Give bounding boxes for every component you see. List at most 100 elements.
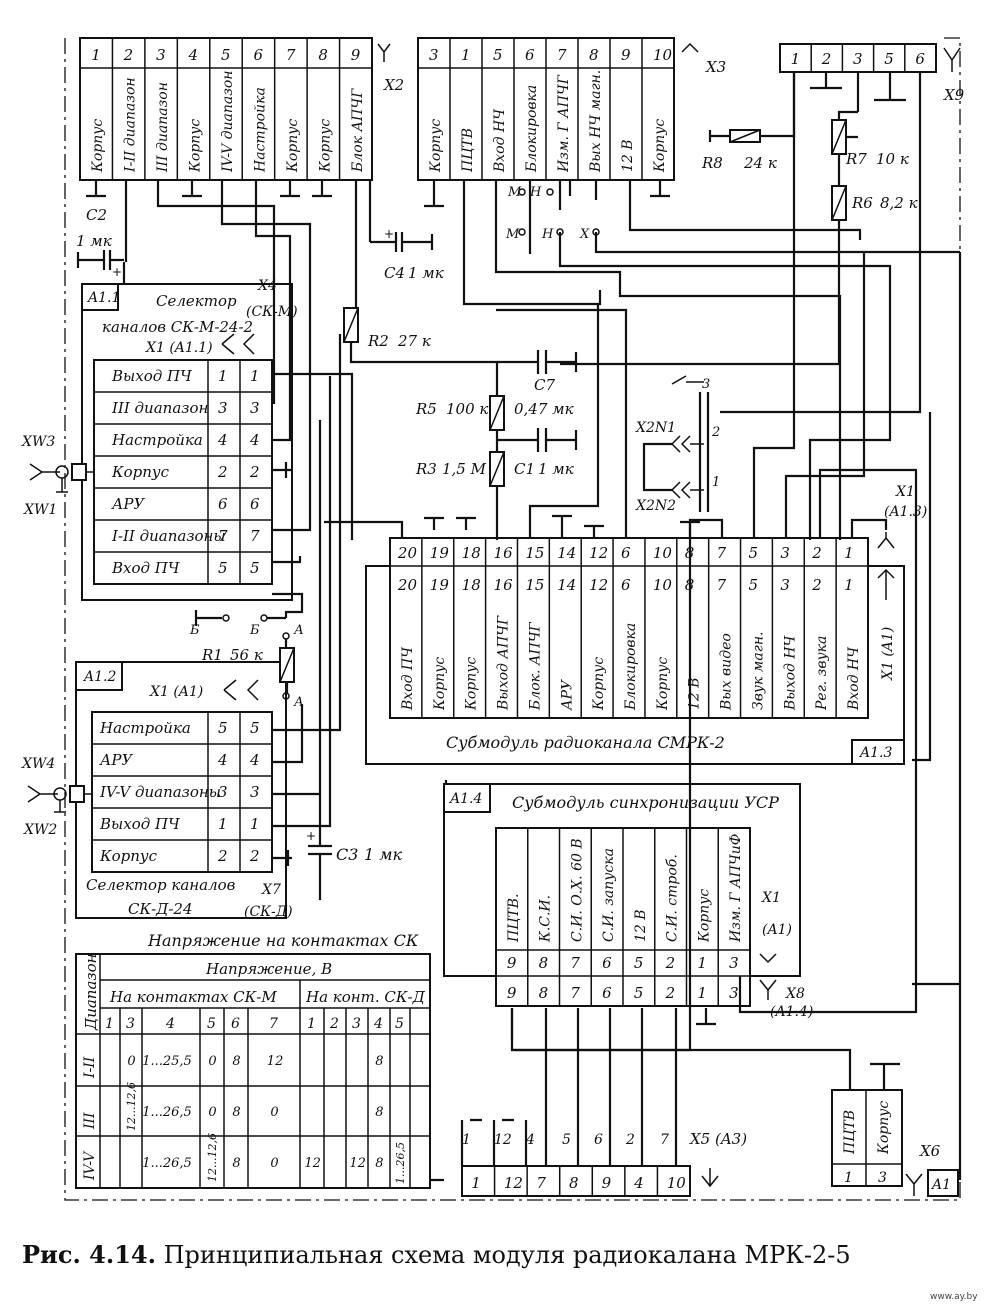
a12-row-3-label: IV-V диапазоны: [99, 783, 221, 801]
table-row-1-m-5: 8: [232, 1054, 240, 1069]
x2n-pin-1: 1: [712, 475, 720, 490]
xw1-label: XW1: [23, 502, 57, 518]
a13-pin-9-label: Корпус: [655, 657, 671, 711]
x2-pin-8-label: Корпус: [317, 119, 333, 173]
x3-pin-4: 6: [525, 46, 535, 64]
a12-x1-ref: X1 (A1): [149, 684, 203, 700]
a14-pin-6: 2: [665, 954, 676, 972]
svg-text:+: +: [306, 829, 316, 843]
table-row-2-m-2: 12...12,6: [125, 1082, 138, 1131]
a13-pin-12: 5: [748, 576, 758, 594]
table-m-col-6: 6: [231, 1016, 240, 1032]
table-row-3-d-5: 1...26,5: [394, 1142, 407, 1184]
x3-pin-3-label: Вход НЧ: [492, 108, 508, 173]
table-row-3-m-5: 8: [232, 1156, 240, 1171]
c2-ref: C2: [86, 206, 107, 224]
table-row-3-m-6: 0: [270, 1156, 278, 1171]
table-row-2-m-5: 8: [232, 1105, 240, 1120]
a14-pin-1-label: ПЦТВ.: [506, 894, 522, 944]
a14-pin-6-label: С.И. строб.: [665, 854, 681, 942]
x5-wire-4: 5: [562, 1132, 571, 1148]
x5-pin-2: 12: [504, 1174, 523, 1192]
a13-pin-3: 18: [462, 576, 481, 594]
x3-switch-m-top: М: [507, 185, 522, 200]
x2-pin-6-label: Настройка: [252, 87, 268, 173]
x3-pin-1-label: Корпус: [428, 119, 444, 173]
a13-x1a-ref: X1 (A1): [880, 627, 896, 681]
a12-x7-sub: (СК-Д): [244, 904, 293, 920]
c7-value: 0,47 мк: [514, 400, 574, 418]
r7-ref: R7: [845, 150, 867, 168]
x2-pin-5: 5: [221, 46, 231, 64]
a14-x8-ref: X8: [785, 986, 805, 1002]
a13-pin-8: 6: [621, 576, 631, 594]
a14-pin-7-label: Корпус: [696, 889, 712, 943]
a11-row-2-pin-a: 3: [218, 399, 228, 417]
table-m-col-7: 7: [269, 1016, 278, 1032]
x5-pin-5: 9: [602, 1174, 612, 1192]
a13-top-pin-1: 20: [397, 544, 418, 562]
a14-bottom-pin-6: 2: [665, 984, 676, 1002]
wiring: [86, 72, 962, 1182]
table-row-2-m-6: 0: [270, 1105, 278, 1120]
x5-wire-5: 6: [594, 1132, 603, 1148]
watermark: www.ay.by: [930, 1292, 978, 1302]
x3-switch-h-top: Н: [529, 185, 542, 200]
a13-x1-sub: (A1.3): [884, 504, 927, 520]
a14-pin-3: 7: [570, 954, 580, 972]
capacitor-c2: C2 1 мк +: [76, 206, 124, 279]
a13-top-pin-5: 15: [525, 544, 544, 562]
a11-row-5-pin-b: 6: [250, 495, 260, 513]
a13-pin-5: 15: [525, 576, 544, 594]
x9-pin-5: 5: [884, 50, 894, 68]
a13-pin-6-label: АРУ: [559, 679, 575, 711]
a13-pin-1: 20: [397, 576, 418, 594]
x3-switch-x-bottom: Х: [579, 227, 590, 242]
table-row-1-m-2: 0: [127, 1054, 135, 1069]
a11-ref: A1.1: [86, 290, 120, 306]
selector-a11: A1.1 Селектор каналов СК-М-24-2 X4 (СК-М…: [81, 278, 298, 601]
a11-row-3-pin-a: 4: [217, 431, 228, 449]
a14-pin-2-label: К.С.И.: [538, 895, 554, 943]
a13-pin-15-label: Вход НЧ: [846, 646, 862, 711]
x5-wire-6: 2: [625, 1132, 635, 1148]
a11-row-7-label: Вход ПЧ: [111, 559, 180, 577]
figure-caption-text: Принципиальная схема модуля радиокалана …: [163, 1241, 851, 1269]
a11-row-7-pin-b: 5: [250, 559, 260, 577]
x9-ref: X9: [943, 86, 965, 104]
a14-x1-ref: X1: [761, 890, 781, 906]
a11-row-1-pin-b: 1: [250, 367, 260, 385]
a13-pin-9: 10: [653, 576, 673, 594]
a13-top-pin-2: 19: [430, 544, 450, 562]
table-title: Напряжение на контактах СК: [147, 931, 419, 950]
a11-row-1-pin-a: 1: [218, 367, 228, 385]
a11-x4-ref: X4: [257, 278, 277, 294]
x2n-pin-2: 2: [711, 425, 720, 440]
a12-row-4-pin-b: 1: [250, 815, 260, 833]
a11-title-2: каналов СК-М-24-2: [102, 318, 253, 336]
svg-text:+: +: [112, 265, 122, 279]
figure-caption-prefix: Рис. 4.14.: [22, 1240, 156, 1269]
a13-top-pin-13: 3: [780, 544, 790, 562]
r2-value: 27 к: [397, 332, 431, 350]
x3-switch-h-bottom: Н: [541, 227, 554, 242]
a11-row-4-pin-b: 2: [249, 463, 260, 481]
a14-pin-2: 8: [539, 954, 549, 972]
table-d-col-1: 1: [307, 1016, 316, 1032]
a14-pin-8: 3: [729, 954, 739, 972]
table-row-2-d-4: 8: [375, 1105, 383, 1120]
x2-pin-5-label: IV-V диапазон: [220, 70, 236, 173]
a13-top-pin-9: 10: [653, 544, 673, 562]
a12-row-5-pin-a: 2: [217, 847, 228, 865]
a12-row-2-label: АРУ: [99, 751, 133, 769]
c4-value: 1 мк: [408, 264, 444, 282]
a14-pin-4: 6: [602, 954, 612, 972]
capacitor-c3: + C3 1 мк: [306, 420, 403, 900]
module-boundary: [64, 37, 961, 1201]
a14-pin-7: 1: [697, 954, 707, 972]
a11-row-2-label: III диапазон: [111, 399, 208, 417]
c3-value: 1 мк: [364, 845, 403, 864]
c3-ref: C3: [336, 845, 358, 864]
x3-pin-5-label: Изм. Г АПЧГ: [556, 74, 572, 173]
